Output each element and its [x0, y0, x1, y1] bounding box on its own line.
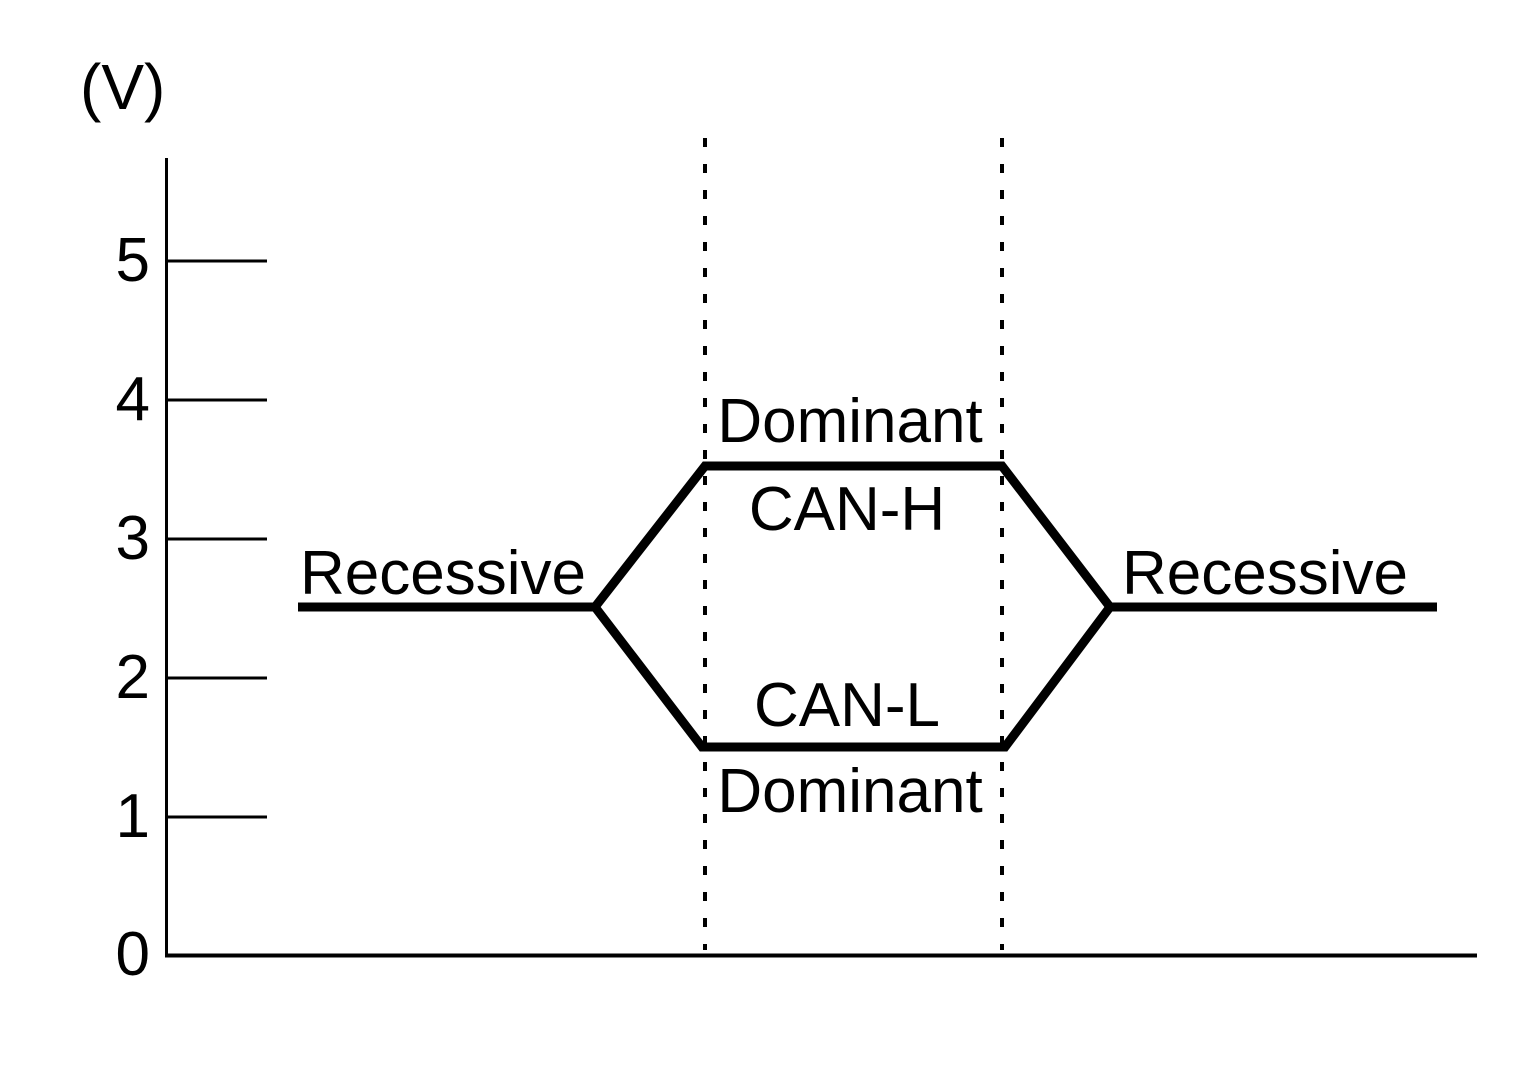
recessive-right-label: Recessive [1122, 539, 1408, 608]
y-tick-label-0: 0 [115, 920, 150, 989]
can-h-label: CAN-H [748, 475, 946, 544]
y-tick-label-4: 4 [115, 365, 150, 434]
can-h-trace [298, 461, 1437, 612]
y-tick-label-5: 5 [115, 226, 150, 295]
y-tick-label-1: 1 [115, 782, 150, 851]
y-axis-unit-label: (V) [80, 51, 166, 123]
dominant-bottom-label: Dominant [717, 757, 983, 826]
can-l-label: CAN-L [753, 671, 941, 740]
dominant-top-label: Dominant [717, 387, 983, 456]
can-l-trace [591, 604, 1114, 752]
y-tick-label-2: 2 [115, 643, 150, 712]
recessive-left-label: Recessive [300, 539, 586, 608]
y-tick-label-3: 3 [115, 504, 150, 573]
